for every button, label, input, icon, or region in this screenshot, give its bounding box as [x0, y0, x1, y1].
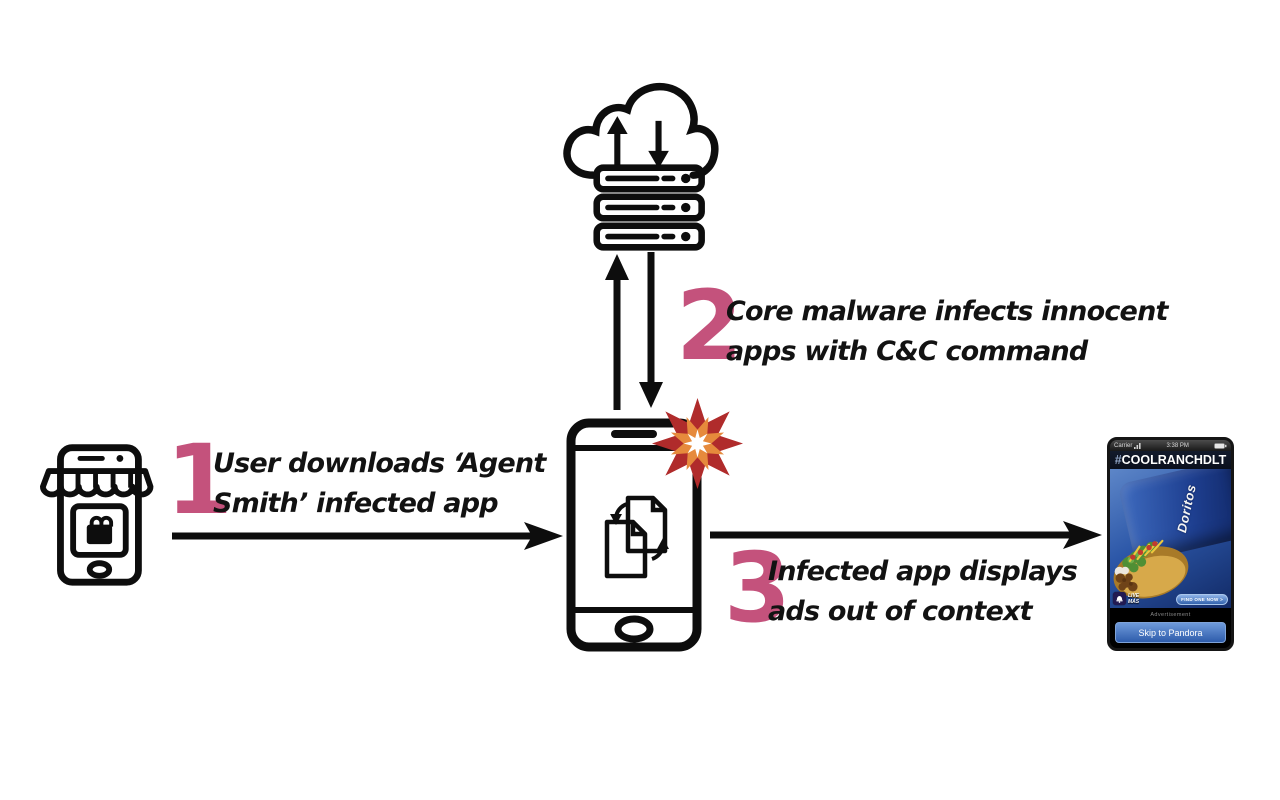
step-3-line-2: ads out of context — [768, 596, 1033, 627]
ad-hero-image: Doritos — [1110, 469, 1231, 608]
step-2-line-2: apps with C&C command — [726, 336, 1088, 367]
arrow-phone-to-ad — [710, 521, 1102, 549]
step-2-text: Core malware infects innocent apps with … — [726, 292, 1168, 372]
step-2-number: 2 — [676, 270, 743, 382]
skip-to-pandora-button[interactable]: Skip to Pandora — [1115, 622, 1226, 643]
step-1-line-1: User downloads ‘Agent — [213, 448, 546, 479]
step-2-line-1: Core malware infects innocent — [726, 296, 1168, 327]
arrow-store-to-phone — [172, 522, 563, 550]
app-store-icon — [40, 444, 154, 586]
arrow-phone-to-cloud — [605, 252, 663, 410]
advertisement-label: Advertisement — [1110, 608, 1231, 621]
step-1-line-2: Smith’ infected app — [213, 488, 499, 519]
carrier-label: Carrier — [1114, 442, 1133, 449]
server-stack-icon — [593, 164, 705, 251]
wifi-icon — [1134, 442, 1141, 449]
ad-headline-word: COOLRANCHDLT — [1121, 453, 1227, 467]
explosion-burst-icon — [651, 397, 744, 490]
upload-arrow-icon — [607, 116, 628, 165]
taco-image — [1113, 539, 1189, 599]
file-swap-icon — [604, 495, 669, 579]
step-1-number: 1 — [166, 424, 233, 536]
ad-phone-screenshot: Carrier 3:38 PM #COOLRANCHDLT Doritos — [1107, 437, 1234, 651]
shopping-bag-icon — [86, 515, 114, 545]
awning-icon — [40, 468, 154, 498]
ad-headline: #COOLRANCHDLT — [1110, 451, 1231, 469]
battery-icon — [1214, 442, 1227, 449]
download-arrow-icon — [648, 120, 669, 169]
clock-label: 3:38 PM — [1166, 442, 1189, 449]
step-3-text: Infected app displays ads out of context — [768, 552, 1078, 632]
live-mas-label: LIVE MÁS — [1128, 592, 1140, 605]
ad-status-bar: Carrier 3:38 PM — [1110, 440, 1231, 451]
step-1-text: User downloads ‘Agent Smith’ infected ap… — [213, 444, 546, 524]
cloud-server-icon — [563, 82, 719, 251]
bell-icon — [1113, 592, 1126, 605]
ad-headline-hash: # — [1114, 453, 1122, 467]
step-3-number: 3 — [724, 532, 791, 644]
arrow-cloud-to-phone — [639, 252, 663, 408]
find-one-now-button[interactable]: FIND ONE NOW > — [1176, 594, 1228, 605]
step-3-line-1: Infected app displays — [768, 556, 1078, 587]
ad-footer-row: LIVE MÁS FIND ONE NOW > — [1113, 592, 1228, 605]
taco-bell-logo: LIVE MÁS — [1113, 592, 1148, 605]
